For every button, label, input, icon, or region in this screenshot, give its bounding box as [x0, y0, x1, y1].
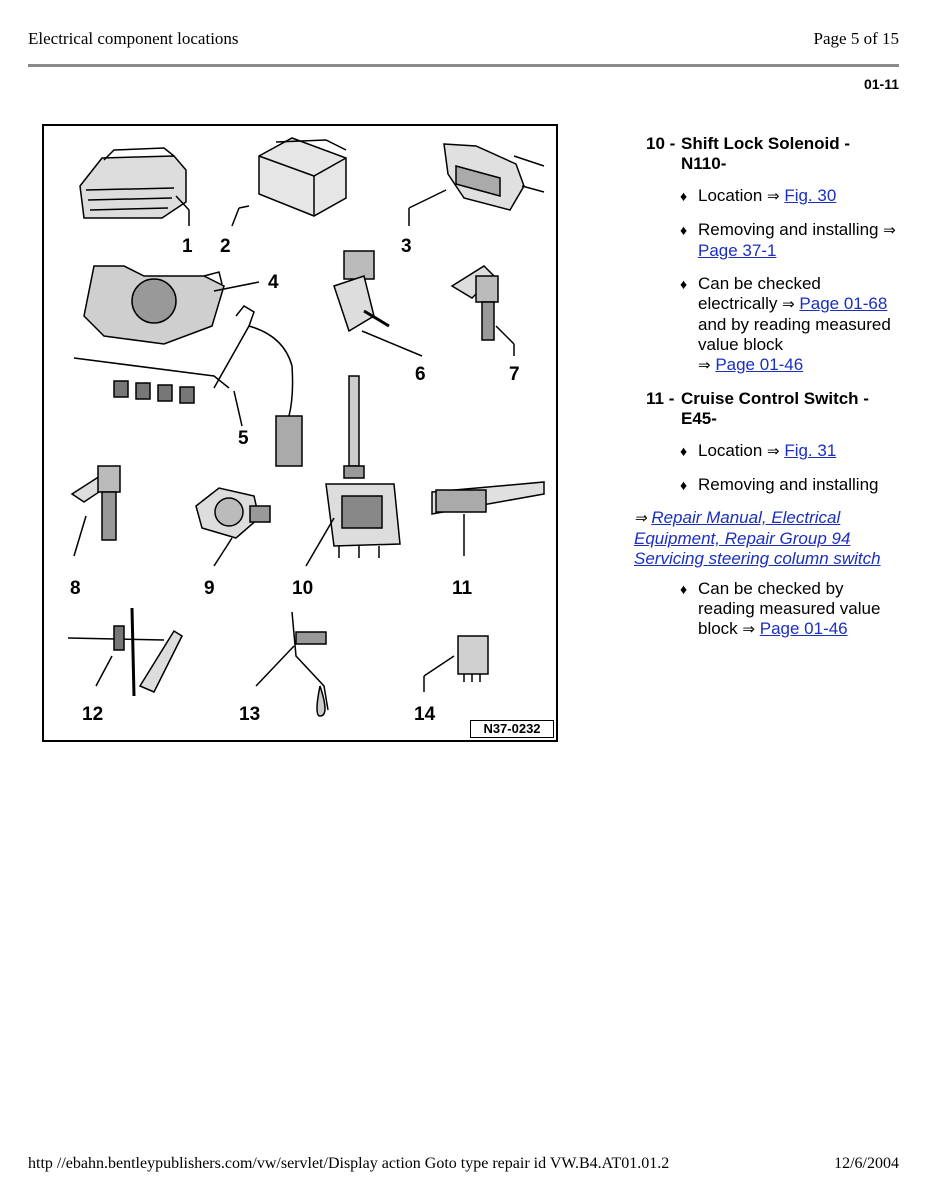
diamond-bullet-icon: ♦	[680, 477, 688, 493]
item-10-heading: 10 - Shift Lock Solenoid - N110-	[634, 134, 899, 174]
diamond-bullet-icon: ♦	[680, 222, 688, 238]
diamond-bullet-icon: ♦	[680, 276, 688, 292]
page-01-68-link[interactable]: Page 01-68	[799, 294, 888, 313]
document-title: Electrical component locations	[28, 29, 239, 48]
component-7-drawing	[450, 265, 515, 356]
page-01-46-link-2[interactable]: Page 01-46	[759, 619, 848, 638]
right-arrow-icon: ⇒	[767, 443, 780, 460]
right-arrow-icon: ⇒	[634, 510, 647, 527]
figure-code: N37-0232	[470, 720, 554, 738]
callout-6: 6	[415, 364, 426, 385]
callout-4: 4	[268, 272, 279, 293]
item-11-title: Cruise Control Switch - E45-	[681, 389, 869, 428]
right-arrow-icon: ⇒	[883, 222, 896, 239]
component-locations-figure: 1 2 3 4 5 6 7 8 9 10 11 12 13 14 N37-023…	[42, 124, 558, 742]
component-1-drawing	[79, 147, 190, 226]
callout-numbers: 1 2 3 4 5 6 7 8 9 10 11 12 13 14	[70, 236, 520, 725]
item-10-number: 10 -	[646, 134, 676, 153]
callout-13: 13	[239, 704, 260, 725]
item-10-title: Shift Lock Solenoid - N110-	[681, 134, 851, 173]
callout-3: 3	[401, 236, 412, 257]
component-11-drawing	[431, 481, 545, 556]
component-5-drawing	[213, 305, 303, 467]
item-11-checking: ♦ Can be checked by reading measured val…	[634, 579, 899, 640]
header-divider	[28, 64, 899, 67]
item-11-number: 11 -	[646, 389, 675, 408]
diamond-bullet-icon: ♦	[680, 443, 688, 459]
bullet-text: Removing and installing	[698, 475, 879, 494]
callout-8: 8	[70, 578, 81, 599]
callout-2: 2	[220, 236, 231, 257]
bullet-text: Removing and installing	[698, 220, 884, 239]
component-14-drawing	[423, 635, 489, 692]
component-2-drawing	[231, 137, 347, 227]
page-37-1-link[interactable]: Page 37-1	[698, 241, 777, 260]
callout-7: 7	[509, 364, 520, 385]
callout-14: 14	[414, 704, 436, 725]
fig-31-link[interactable]: Fig. 31	[784, 441, 837, 460]
right-arrow-icon: ⇒	[742, 621, 755, 638]
component-8-drawing	[70, 465, 121, 557]
component-3-drawing	[408, 143, 545, 226]
item-10-location: ♦ Location ⇒ Fig. 30	[634, 186, 899, 207]
repair-manual-reference: ⇒ Repair Manual, Electrical Equipment, R…	[634, 508, 899, 569]
callout-9: 9	[204, 578, 215, 599]
callout-1: 1	[182, 236, 193, 257]
component-9-drawing	[195, 487, 271, 567]
bullet-text: Can be checked by reading measured value…	[698, 579, 881, 638]
diamond-bullet-icon: ♦	[680, 581, 688, 597]
component-10-drawing	[305, 375, 401, 567]
item-11-location: ♦ Location ⇒ Fig. 31	[634, 441, 899, 462]
bullet-text: Can be checked electrically	[698, 274, 821, 313]
callout-10: 10	[292, 578, 313, 599]
item-10-checking: ♦ Can be checked electrically ⇒ Page 01-…	[634, 274, 899, 376]
item-10-removing: ♦ Removing and installing ⇒ Page 37-1	[634, 220, 899, 261]
callout-11: 11	[452, 578, 473, 599]
right-arrow-icon: ⇒	[767, 188, 780, 205]
bullet-text: Location	[698, 186, 767, 205]
fig-30-link[interactable]: Fig. 30	[784, 186, 837, 205]
right-arrow-icon: ⇒	[698, 357, 711, 374]
component-12-drawing	[67, 607, 183, 697]
callout-12: 12	[82, 704, 103, 725]
bullet-text: and by reading measured value block	[698, 315, 891, 354]
component-illustration: 1 2 3 4 5 6 7 8 9 10 11 12 13 14	[67, 137, 545, 725]
callout-5: 5	[238, 428, 249, 449]
right-arrow-icon: ⇒	[782, 296, 795, 313]
page-footer: http //ebahn.bentleypublishers.com/vw/se…	[28, 1155, 899, 1173]
item-11-removing: ♦ Removing and installing	[634, 475, 899, 495]
diamond-bullet-icon: ♦	[680, 188, 688, 204]
section-page-id: 01-11	[863, 76, 899, 92]
item-11-heading: 11 - Cruise Control Switch - E45-	[634, 389, 899, 429]
page-01-46-link[interactable]: Page 01-46	[715, 355, 804, 374]
repair-manual-link[interactable]: Repair Manual, Electrical Equipment, Rep…	[634, 508, 881, 568]
component-6-drawing	[333, 250, 423, 357]
bullet-text: Location	[698, 441, 767, 460]
footer-date: 12/6/2004	[834, 1155, 899, 1172]
page-number: Page 5 of 15	[813, 29, 899, 48]
component-descriptions: 10 - Shift Lock Solenoid - N110- ♦ Locat…	[634, 134, 899, 653]
footer-url: http //ebahn.bentleypublishers.com/vw/se…	[28, 1155, 670, 1172]
component-13-drawing	[255, 611, 329, 717]
component-4-drawing	[73, 265, 260, 404]
